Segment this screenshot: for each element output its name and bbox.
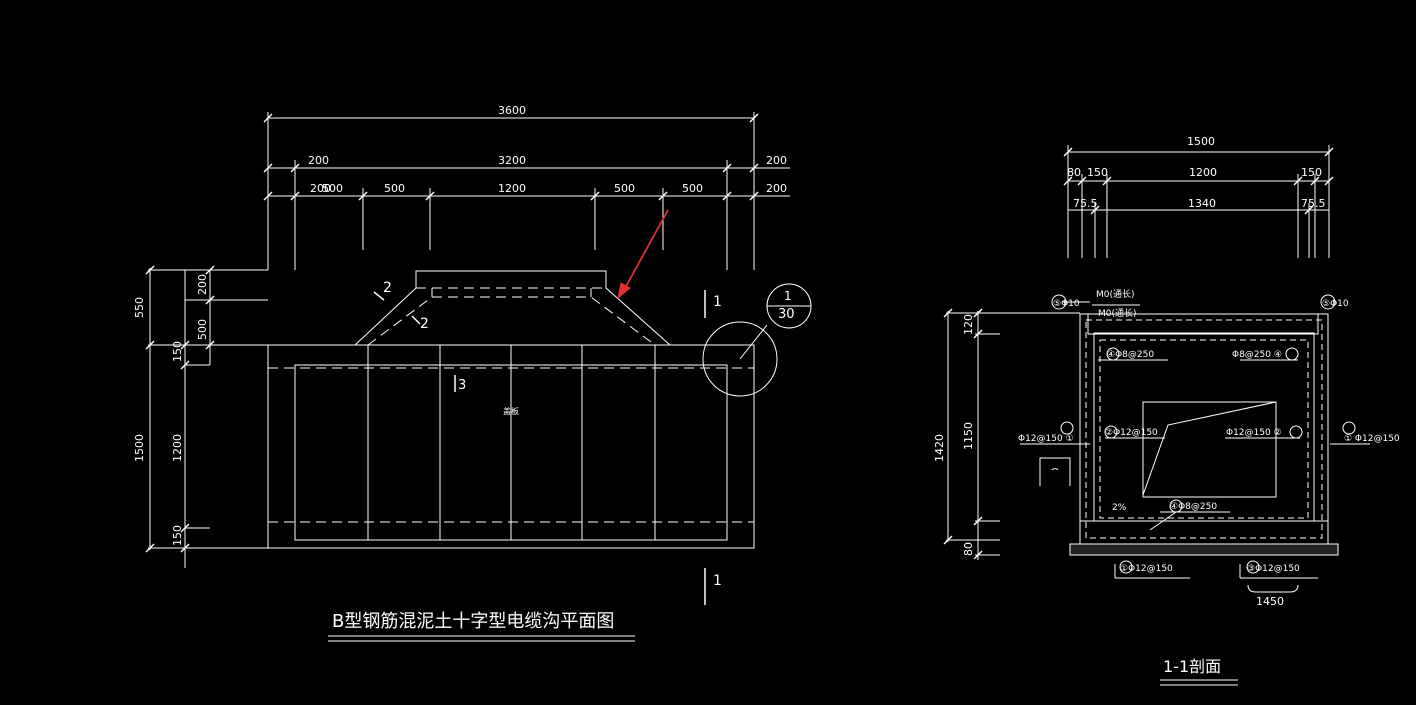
dim-seg-g: 200 (766, 182, 787, 195)
rebar-2-left: ②Φ12@150 (1105, 428, 1158, 438)
dim-left-150-top: 150 (171, 341, 184, 362)
section-inner (1093, 332, 1315, 522)
sec-dim-1420: 1420 (933, 434, 946, 462)
section-mark-3: 3 (458, 378, 466, 393)
section-title: 1-1剖面 (1163, 657, 1221, 676)
plan-view (145, 112, 812, 642)
detail-scale: 30 (778, 307, 795, 322)
rebar-3-bottom: ③Φ12@150 (1247, 564, 1300, 574)
gravel-base (1069, 543, 1339, 556)
dim-seg-e: 500 (614, 182, 635, 195)
red-arrow-icon (623, 209, 669, 291)
section-cover (1087, 313, 1319, 335)
sec-dim-75a: 75.5 (1073, 197, 1098, 210)
inner-frame (1142, 401, 1277, 498)
dim-3600: 3600 (498, 104, 526, 117)
sec-dim-150a: 150 (1087, 166, 1108, 179)
sec-dim-1340: 1340 (1188, 197, 1216, 210)
hook-detail (1039, 457, 1071, 486)
section-mark-top: 1 (713, 294, 722, 310)
dim-left-550: 550 (133, 297, 146, 318)
detail-number: 1 (784, 289, 792, 303)
dim-200-right: 200 (766, 154, 787, 167)
dim-left-500: 500 (196, 319, 209, 340)
mark-2b: 2 (420, 316, 429, 332)
rebar-inner (1099, 339, 1309, 519)
rebar-5-left: ⑤Φ10 (1053, 299, 1080, 309)
rebar-1-left: Φ12@150 ① (1018, 434, 1074, 444)
dim-seg-d: 1200 (498, 182, 526, 195)
dim-left-200: 200 (196, 274, 209, 295)
section-labels: 1500 80 150 1200 150 75.5 1340 75.5 1420… (933, 135, 1400, 676)
sec-dim-150b: 150 (1301, 166, 1322, 179)
plan-title: B型钢筋混泥土十字型电缆沟平面图 (332, 611, 614, 632)
rebar-5-right: ⑤Φ10 (1322, 299, 1349, 309)
dim-left-150-bottom: 150 (171, 525, 184, 546)
sec-dim-1200: 1200 (1189, 166, 1217, 179)
rebar-1-bottom: ①Φ12@150 (1120, 564, 1173, 574)
center-text: 盖板 (503, 406, 519, 416)
rebar-1-right: ① Φ12@150 (1344, 434, 1400, 444)
branch-outer (354, 270, 671, 346)
rebar-4-right: Φ8@250 ④ (1232, 350, 1282, 360)
sec-dim-80: 80 (1067, 166, 1081, 179)
detail-circle (702, 321, 778, 397)
branch-inner (367, 296, 656, 346)
dim-seg-f: 500 (682, 182, 703, 195)
sec-dim-120: 120 (962, 314, 975, 335)
dim-left-1200: 1200 (171, 434, 184, 462)
rebar-2-right: Φ12@150 ② (1226, 428, 1282, 438)
dim-seg-b: 500 (322, 182, 343, 195)
dim-seg-a: 200 (310, 182, 331, 195)
rebar-m0-inner: M0(通长) (1098, 307, 1137, 319)
mark-2a: 2 (383, 280, 392, 296)
section-view (943, 145, 1370, 686)
rebar-outer (1085, 319, 1323, 539)
sec-dim-1450: 1450 (1256, 595, 1284, 608)
slope-label: 2% (1112, 503, 1127, 513)
rebar-m0-top: M0(通长) (1096, 288, 1135, 300)
sec-dim-75b: 75.5 (1301, 197, 1326, 210)
rebar-4-left: ④Φ8@250 (1107, 350, 1154, 360)
dim-3200: 3200 (498, 154, 526, 167)
dim-200-left: 200 (308, 154, 329, 167)
section-mark-bottom: 1 (713, 573, 722, 589)
dim-seg-c: 500 (384, 182, 405, 195)
sec-dim-80-bottom: 80 (962, 542, 975, 556)
rebar-4-bottom: ④Φ8@250 (1170, 502, 1217, 512)
plan-labels: 3600 3200 200 200 200 500 500 1200 500 5… (133, 104, 795, 632)
sec-dim-1500: 1500 (1187, 135, 1215, 148)
sec-dim-1150: 1150 (962, 422, 975, 450)
dim-left-1500: 1500 (133, 434, 146, 462)
